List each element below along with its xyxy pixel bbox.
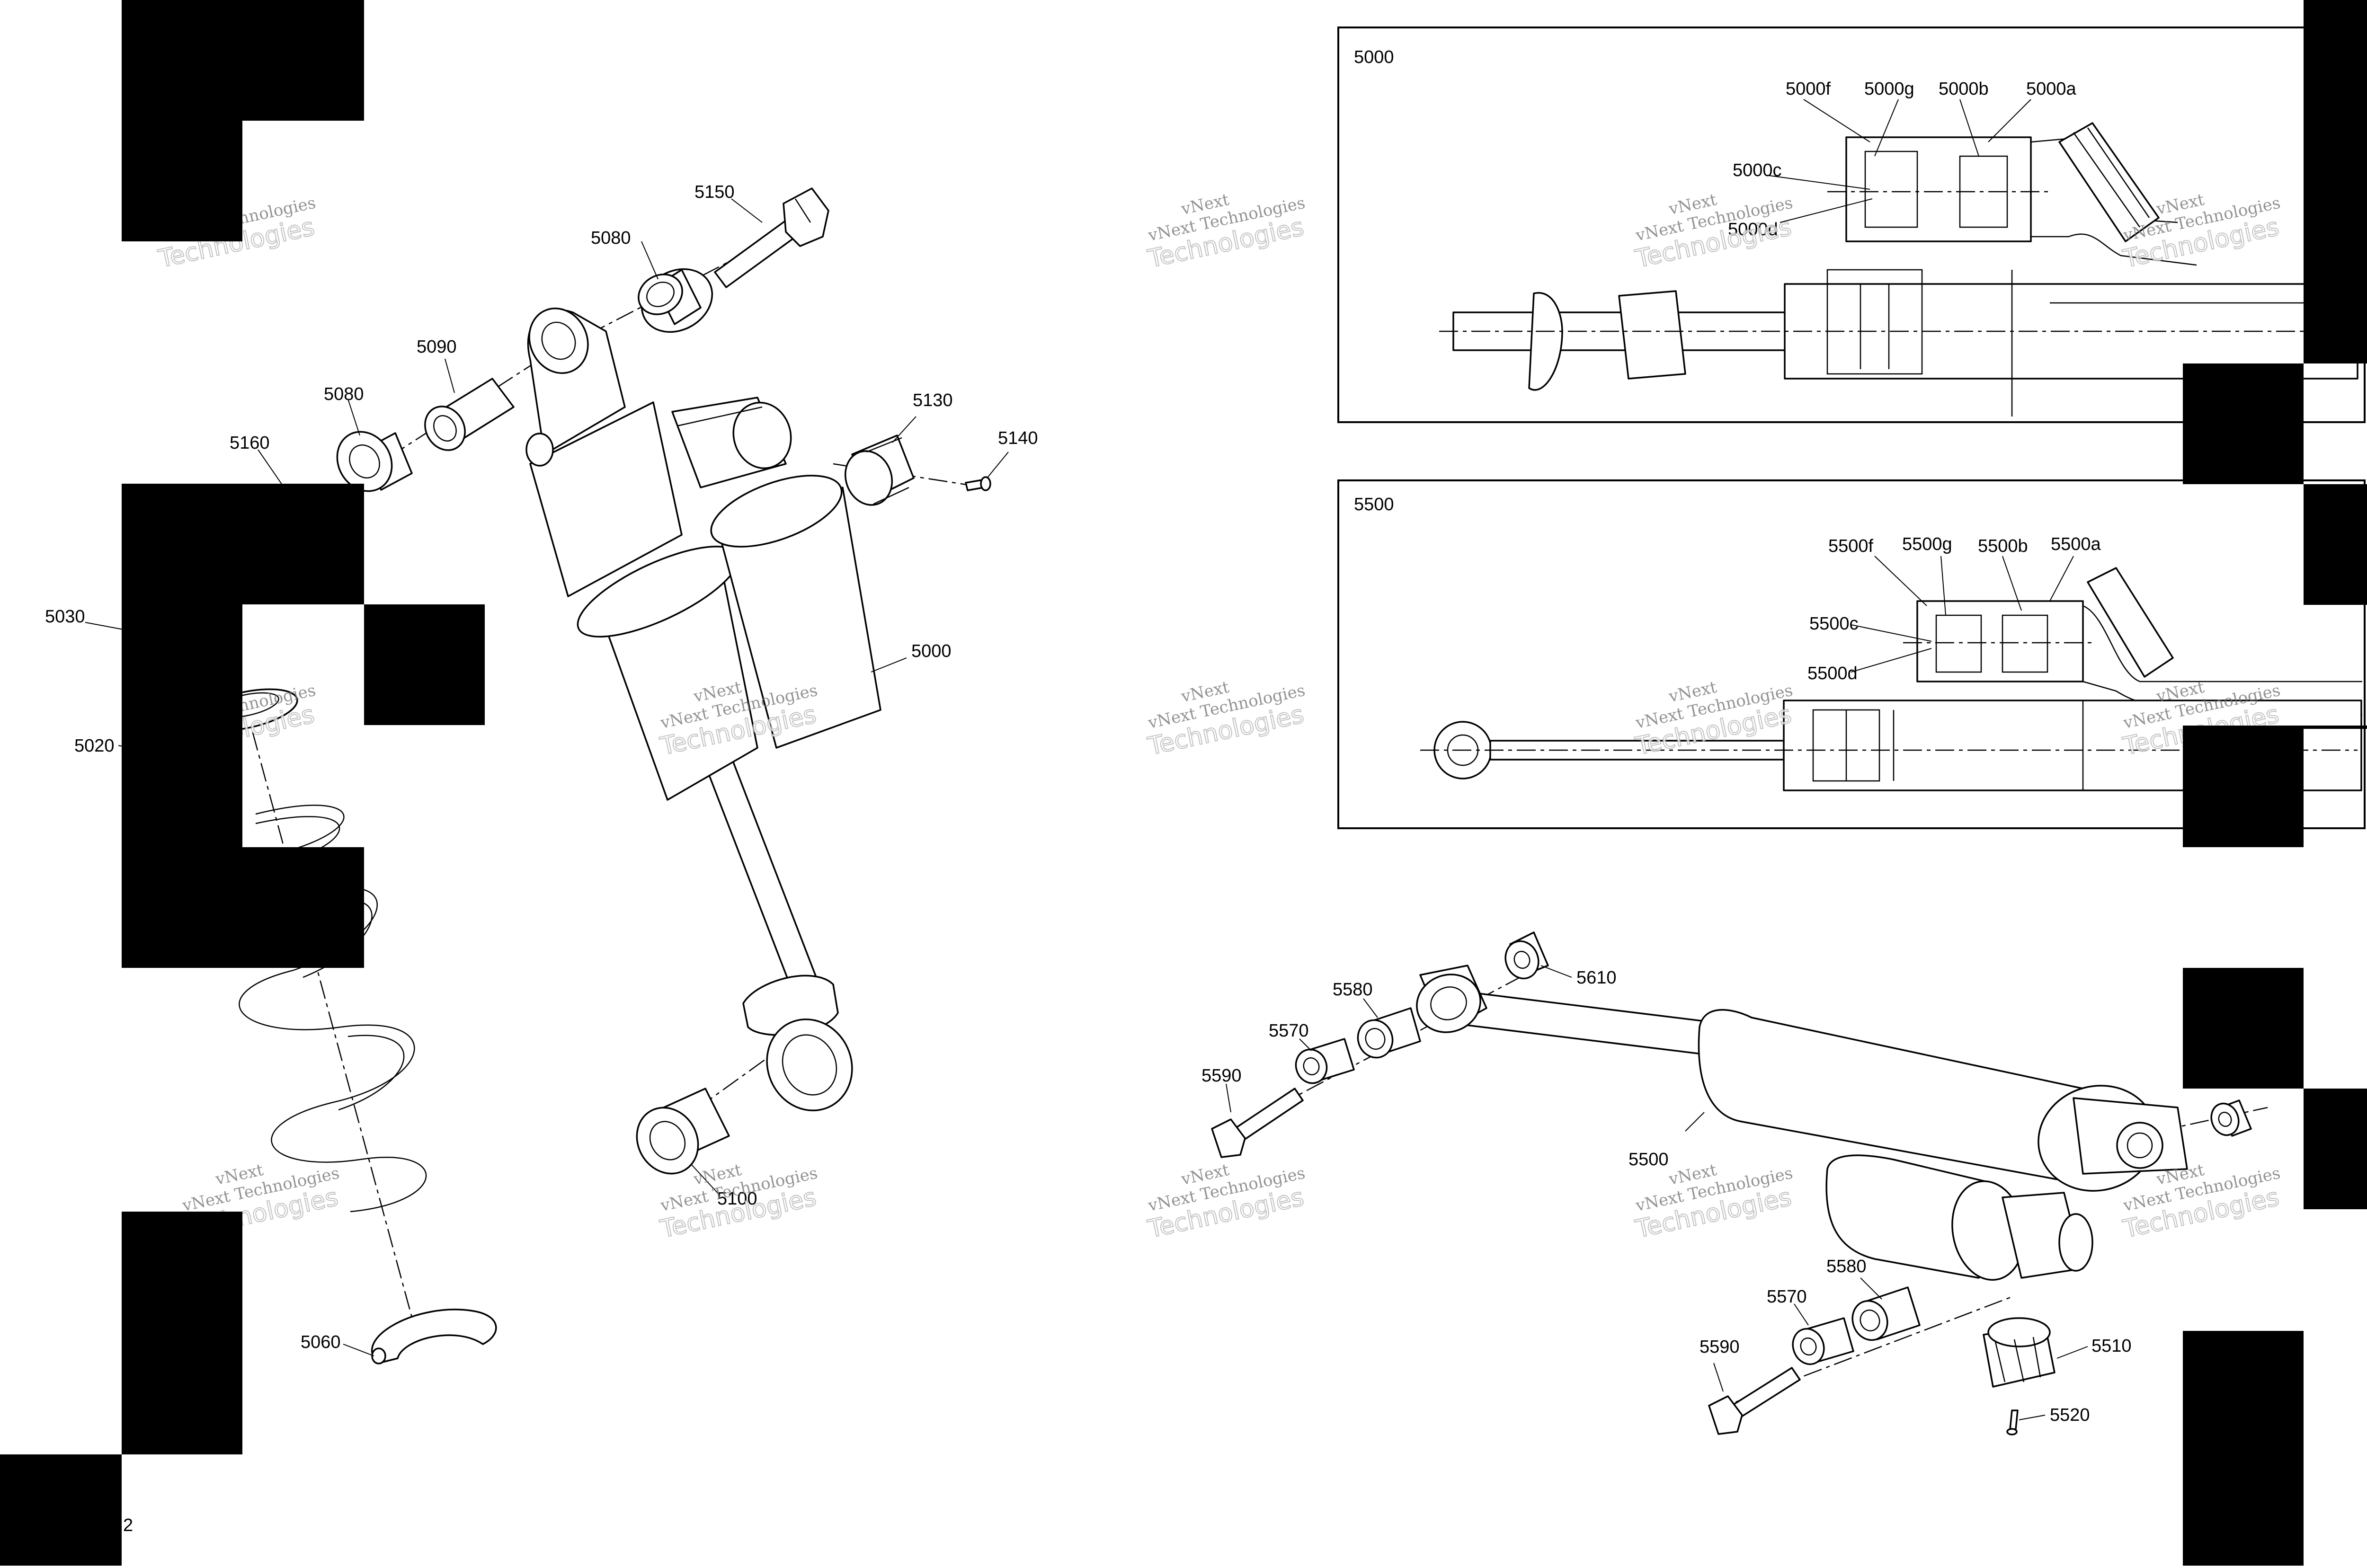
callout-5000: 5000	[911, 641, 952, 661]
clip-5060	[343, 1309, 497, 1364]
watermark-12: vNext vNext Technologies Technologies	[1145, 1160, 1307, 1244]
callout-5570-upper: 5570	[1269, 1021, 1309, 1041]
callout-5080-upper: 5080	[591, 228, 631, 248]
callout-5140: 5140	[998, 428, 1038, 448]
callout-5000d: 5000d	[1728, 220, 1778, 239]
callout-5590-lower: 5590	[1700, 1337, 1740, 1357]
redaction-block	[2183, 1331, 2304, 1566]
watermark-3: vNext vNext Technologies Technologies	[1632, 190, 1794, 274]
callout-5000b: 5000b	[1939, 79, 1989, 99]
redaction-block	[2304, 726, 2367, 729]
callout-5500a: 5500a	[2051, 534, 2101, 554]
callout-5520: 5520	[2050, 1405, 2090, 1425]
adjuster-knob-5510	[1983, 1317, 2088, 1388]
callout-5580-upper: 5580	[1333, 980, 1373, 1000]
inset-5000-title: 5000	[1354, 47, 1394, 67]
redaction-block	[2183, 968, 2304, 1089]
bushing-5080-lower	[336, 431, 413, 492]
callout-5500f: 5500f	[1828, 536, 1874, 556]
callout-5500d: 5500d	[1807, 664, 1858, 683]
callout-5100: 5100	[717, 1189, 757, 1209]
callout-5060: 5060	[301, 1332, 341, 1352]
spacer-5570-lower	[1792, 1303, 1854, 1365]
left-shock-assembly	[85, 187, 1009, 1364]
redaction-block	[2304, 0, 2367, 363]
callout-5500: 5500	[1628, 1150, 1669, 1169]
spacer-5570-upper	[1295, 1038, 1355, 1084]
redaction-block	[364, 604, 485, 725]
page-number: 2	[123, 1515, 133, 1535]
callout-5150: 5150	[694, 182, 735, 202]
screw-5520	[2006, 1409, 2046, 1435]
callout-5090: 5090	[417, 337, 457, 357]
bushing-far-right	[2210, 1099, 2252, 1137]
redaction-block	[122, 1212, 242, 1454]
callout-5510: 5510	[2091, 1336, 2132, 1356]
redaction-block	[2183, 363, 2304, 484]
callout-5000g: 5000g	[1864, 79, 1914, 99]
sleeve-5090	[424, 378, 515, 451]
redaction-block	[122, 121, 242, 241]
adjuster-knob-5130	[844, 416, 917, 506]
callout-5500b: 5500b	[1978, 536, 2028, 556]
redaction-block	[122, 604, 242, 847]
bushing-5610	[1504, 931, 1572, 980]
callout-5500c: 5500c	[1809, 614, 1859, 634]
callout-5570-lower: 5570	[1767, 1287, 1807, 1307]
watermark-7: vNext vNext Technologies Technologies	[1145, 678, 1307, 762]
callout-5130: 5130	[913, 390, 953, 410]
redaction-block	[2304, 484, 2367, 605]
inset-5000: 5000 5000f 5000g 5000b 5000a 5000c 5	[1337, 27, 2366, 423]
callout-5590-upper: 5590	[1201, 1066, 1242, 1086]
inset-5500-title: 5500	[1354, 495, 1394, 514]
shock-body-5500	[1416, 965, 2188, 1281]
spacer-5580-lower	[1851, 1277, 1921, 1341]
shock-body-5000	[525, 307, 907, 1112]
bolt-5590-lower	[1708, 1363, 1801, 1435]
left-callouts: 5150 5080 5090 5080 5130 5140 5160 5030 …	[45, 182, 1038, 1352]
redaction-block	[2304, 1089, 2367, 1209]
bushing-5100	[636, 1088, 730, 1196]
inset-5500-frame	[1337, 479, 2366, 829]
redaction-block	[2183, 726, 2304, 847]
watermark-2: vNext vNext Technologies Technologies	[1145, 190, 1307, 274]
right-shock-assembly	[1211, 931, 2268, 1435]
callout-5160: 5160	[230, 433, 270, 453]
redaction-block	[0, 1454, 122, 1566]
right-callouts: 5610 5580 5570 5590 5500 5580 5570 5590 …	[1201, 968, 2132, 1425]
callout-5020: 5020	[74, 736, 115, 756]
bushing-5080-upper	[638, 268, 713, 333]
callout-5580-lower: 5580	[1826, 1257, 1867, 1276]
redaction-block	[122, 847, 364, 968]
redaction-block	[122, 484, 364, 604]
callout-5080-lower: 5080	[324, 384, 364, 404]
callout-5610: 5610	[1576, 968, 1617, 988]
bolt-5150	[714, 187, 829, 288]
bolt-5590-upper	[1211, 1083, 1304, 1158]
callout-5000f: 5000f	[1786, 79, 1831, 99]
callout-5030: 5030	[45, 607, 85, 627]
spacer-5580-upper	[1357, 998, 1421, 1059]
callout-5000a: 5000a	[2026, 79, 2077, 99]
callout-5000c: 5000c	[1733, 160, 1782, 180]
screw-5140	[965, 452, 1009, 491]
redaction-block	[122, 0, 364, 121]
callout-5500g: 5500g	[1902, 534, 1952, 554]
